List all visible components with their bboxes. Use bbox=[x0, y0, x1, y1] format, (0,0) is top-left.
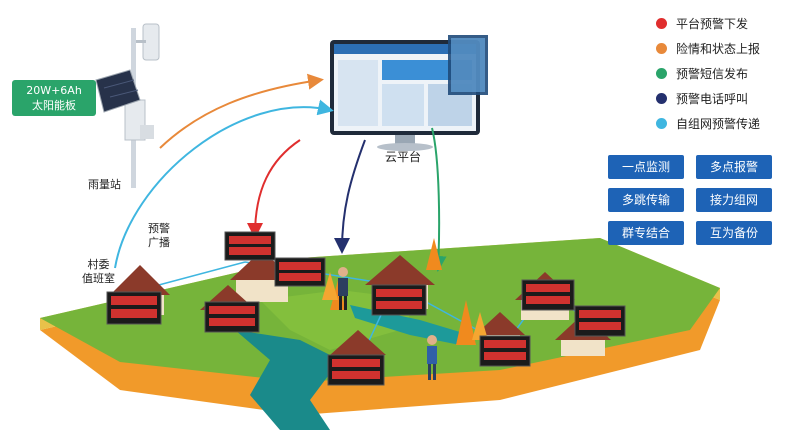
broadcast-label: 预警 广播 bbox=[148, 222, 170, 250]
village-line2: 值班室 bbox=[82, 272, 115, 285]
rain-station-pole bbox=[95, 23, 160, 188]
legend-dot-green bbox=[656, 68, 667, 79]
feature-badge: 多跳传输 bbox=[608, 188, 684, 212]
legend-label: 自组网预警传递 bbox=[676, 117, 761, 131]
feature-badge: 接力组网 bbox=[696, 188, 772, 212]
solar-spec-text: 20W+6Ah bbox=[26, 84, 82, 97]
feature-badge: 群专结合 bbox=[608, 221, 684, 245]
broadcast-line2: 广播 bbox=[148, 236, 170, 249]
broadcast-line1: 预警 bbox=[148, 222, 170, 235]
legend-dot-navy bbox=[656, 93, 667, 104]
display-boards bbox=[106, 231, 626, 386]
feature-badge: 一点监测 bbox=[608, 155, 684, 179]
solar-panel-label-box: 20W+6Ah 太阳能板 bbox=[12, 80, 96, 116]
cloud-platform-monitor bbox=[330, 35, 488, 151]
feature-badge: 互为备份 bbox=[696, 221, 772, 245]
village-office-label: 村委 值班室 bbox=[82, 258, 115, 286]
legend-dot-red bbox=[656, 18, 667, 29]
legend-dot-orange bbox=[656, 43, 667, 54]
rain-station-label: 雨量站 bbox=[88, 178, 121, 191]
feature-badge: 多点报警 bbox=[696, 155, 772, 179]
village-line1: 村委 bbox=[87, 258, 110, 271]
legend-label: 险情和状态上报 bbox=[676, 42, 761, 56]
people bbox=[338, 267, 437, 380]
legend-label: 预警短信发布 bbox=[676, 67, 749, 81]
solar-name-text: 太阳能板 bbox=[32, 99, 76, 112]
legend-dot-cyan bbox=[656, 118, 667, 129]
legend-label: 平台预警下发 bbox=[676, 17, 749, 31]
legend-label: 预警电话呼叫 bbox=[676, 92, 749, 106]
cloud-platform-label: 云平台 bbox=[385, 150, 422, 164]
